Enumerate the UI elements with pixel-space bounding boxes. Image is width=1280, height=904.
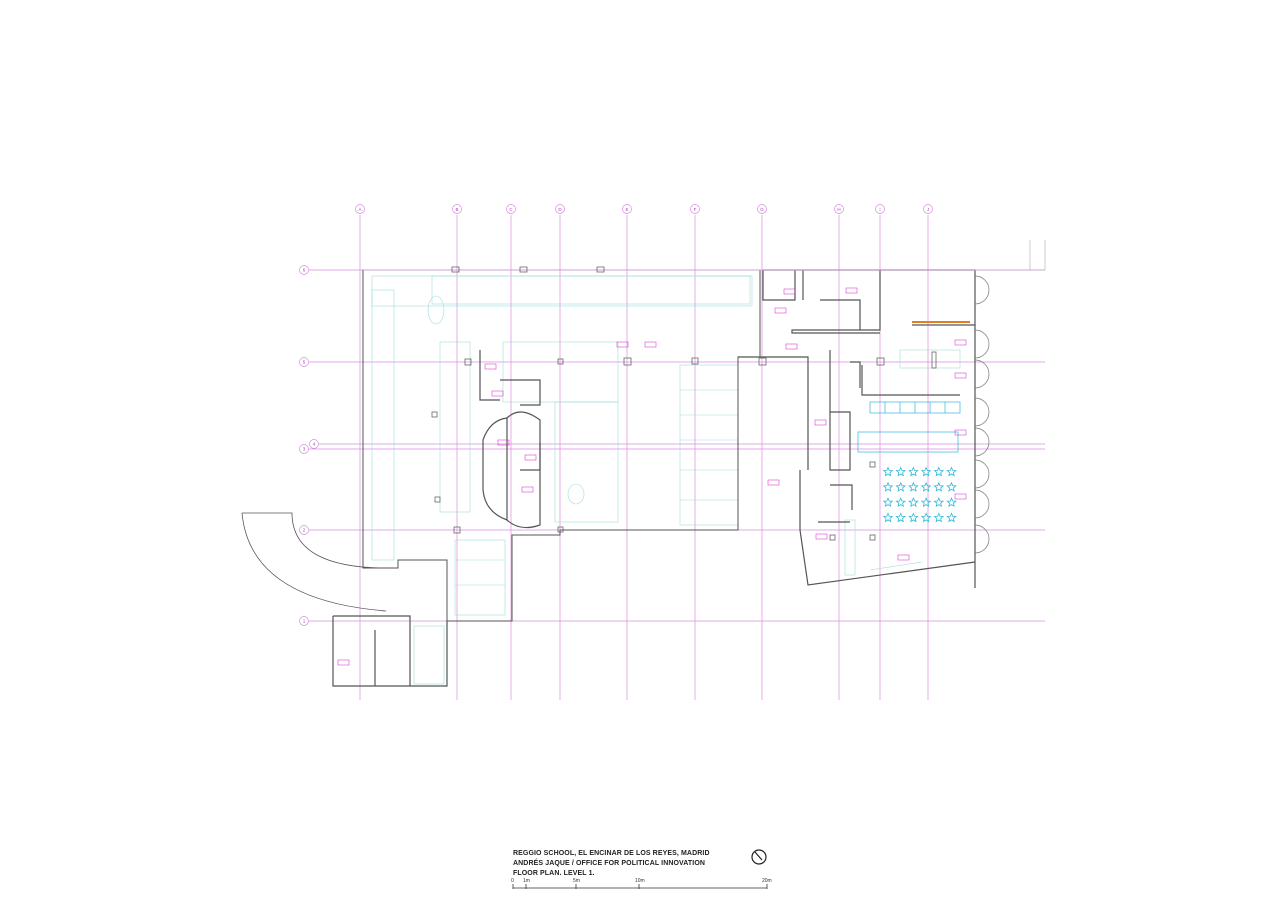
seat-icon <box>882 497 894 508</box>
north-arrow-icon <box>751 849 767 865</box>
room-tag <box>954 372 967 379</box>
room-tag <box>897 554 910 561</box>
seat-icon <box>882 466 894 477</box>
grid-bubble-2 <box>299 525 309 535</box>
room-tag <box>954 429 967 436</box>
seat-icon <box>920 481 932 492</box>
cyan-table-row <box>857 401 961 453</box>
room-tag <box>767 479 780 486</box>
room-tag <box>616 341 629 348</box>
room-tags <box>337 287 967 666</box>
room-tag <box>521 486 534 493</box>
seat-icon <box>882 481 894 492</box>
grid-label-I: I <box>879 207 880 212</box>
seat-icon <box>920 512 932 523</box>
walls-layer <box>241 240 1046 687</box>
grid-bubble-B <box>452 204 462 214</box>
grid-bubble-C <box>506 204 516 214</box>
room-tag <box>337 659 350 666</box>
grid-label-H: H <box>837 207 840 212</box>
scale-label-1m: 1m <box>523 878 530 884</box>
room-tag <box>954 339 967 346</box>
seat-icon <box>946 512 957 523</box>
room-tag <box>491 390 504 397</box>
grid-label-1: 1 <box>303 619 306 624</box>
seat-icon <box>895 512 907 523</box>
room-tag <box>484 363 497 370</box>
room-tag <box>845 287 858 294</box>
grid-label-J: J <box>927 207 929 212</box>
seat-icon <box>946 497 957 508</box>
room-tag <box>783 288 796 295</box>
seat-icon <box>946 481 957 492</box>
room-tag <box>954 493 967 500</box>
grid-label-D: D <box>558 207 562 212</box>
seat-icon <box>908 466 919 477</box>
grid-label-5: 5 <box>303 360 306 365</box>
seat-icon <box>933 466 945 477</box>
grid-bubble-3 <box>299 444 309 454</box>
room-tag <box>644 341 657 348</box>
grid-bubble-5 <box>299 357 309 367</box>
seat-icon <box>908 497 919 508</box>
seating-grid <box>882 466 957 523</box>
seat-icon <box>895 466 907 477</box>
seat-icon <box>946 466 957 477</box>
room-tag <box>774 307 787 314</box>
seat-icon <box>908 512 919 523</box>
grid-label-A: A <box>358 207 361 212</box>
grid-label-C: C <box>509 207 513 212</box>
grid-bubble-1 <box>299 616 309 626</box>
grid-bubble-G <box>757 204 767 214</box>
grid-bubble-I <box>875 204 885 214</box>
room-tag <box>497 439 510 446</box>
room-tag <box>815 533 828 540</box>
grid-bubble-A <box>355 204 365 214</box>
seat-icon <box>933 481 945 492</box>
grid-bubble-4 <box>309 439 319 449</box>
grid-bubble-E <box>622 204 632 214</box>
grid-label-G: G <box>760 207 764 212</box>
grid-label-3: 3 <box>303 447 306 452</box>
project-title: REGGIO SCHOOL, EL ENCINAR DE LOS REYES, … <box>513 850 710 857</box>
drawing-title: FLOOR PLAN. LEVEL 1. <box>513 870 595 877</box>
seat-icon <box>895 481 907 492</box>
scale-label-10m: 10m <box>635 878 645 884</box>
grid-bubble-6 <box>299 265 309 275</box>
furniture-layer <box>371 275 961 685</box>
room-tag <box>524 454 537 461</box>
grid-label-6: 6 <box>303 268 306 273</box>
grid-bubble-J <box>923 204 933 214</box>
seat-icon <box>920 497 932 508</box>
room-tag <box>785 343 798 350</box>
grid-label-2: 2 <box>303 528 306 533</box>
grid-bubble-H <box>834 204 844 214</box>
scale-label-0: 0 <box>511 878 514 884</box>
room-tag <box>814 419 827 426</box>
seat-icon <box>920 466 932 477</box>
seat-icon <box>933 497 945 508</box>
grid-label-4: 4 <box>313 442 316 447</box>
title-block: REGGIO SCHOOL, EL ENCINAR DE LOS REYES, … <box>513 849 710 879</box>
grid-bubble-D <box>555 204 565 214</box>
seat-icon <box>933 512 945 523</box>
grid-label-F: F <box>694 207 697 212</box>
scale-bar <box>512 884 768 889</box>
architect-credit: ANDRÉS JAQUE / OFFICE FOR POLITICAL INNO… <box>513 860 706 867</box>
grid-bubble-F <box>690 204 700 214</box>
seat-icon <box>895 497 907 508</box>
seat-icon <box>882 512 894 523</box>
seat-icon <box>908 481 919 492</box>
scale-label-5m: 5m <box>573 878 580 884</box>
grid-label-E: E <box>625 207 628 212</box>
grid-label-B: B <box>455 207 458 212</box>
scale-label-20m: 20m <box>762 878 772 884</box>
